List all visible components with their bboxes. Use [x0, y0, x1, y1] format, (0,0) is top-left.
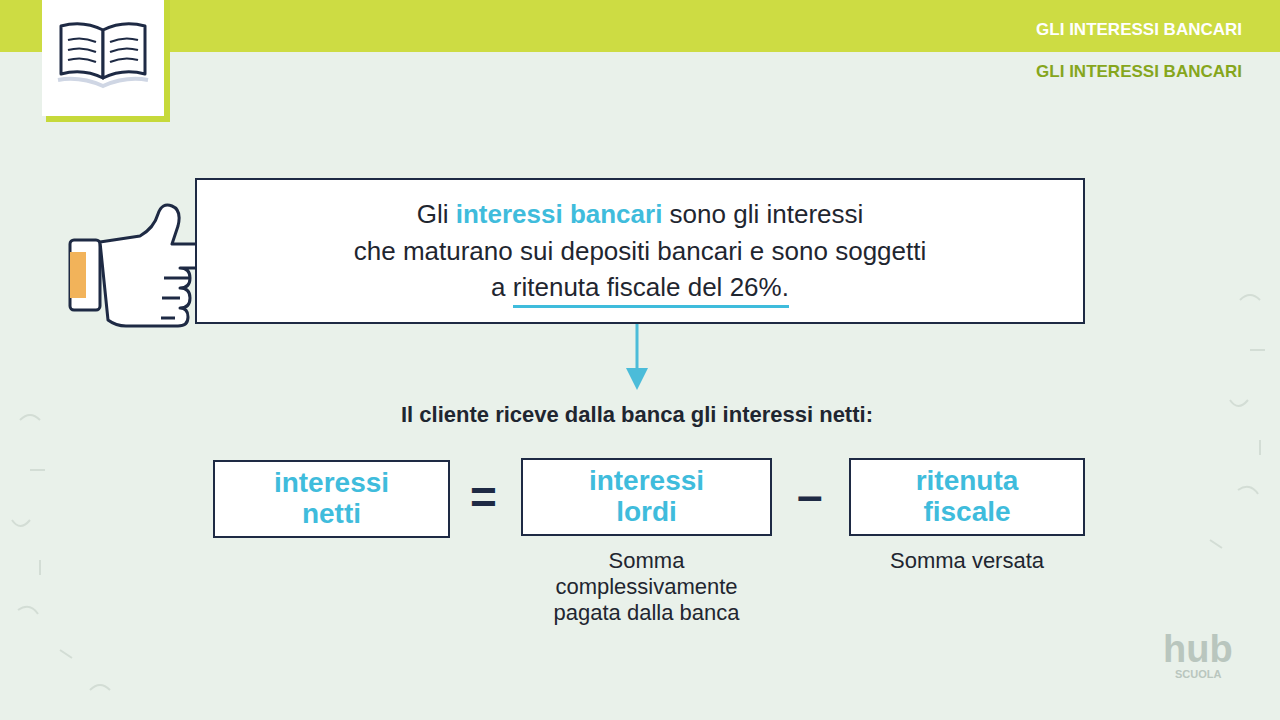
- term-caption: Somma versata: [890, 548, 1044, 574]
- definition-text: Gli interessi bancari sono gli interessi…: [354, 196, 927, 305]
- header-title: GLI INTERESSI BANCARI: [1036, 20, 1242, 40]
- watermark-text: SCUOLA: [1175, 668, 1221, 680]
- term-text: ritenuta fiscale: [882, 466, 1052, 528]
- header-bar: [0, 0, 1280, 52]
- minus-sign: –: [797, 468, 823, 522]
- section-title: GLI INTERESSI BANCARI: [1036, 62, 1242, 82]
- term-box: interessi lordiSomma complessivamente pa…: [521, 458, 772, 627]
- watermark-logo: hub: [1163, 628, 1233, 671]
- term-text: interessi lordi: [562, 466, 732, 528]
- term-text: interessi netti: [247, 468, 417, 530]
- term-outline: interessi lordi: [521, 458, 772, 536]
- term-outline: interessi netti: [213, 460, 450, 538]
- term-box: interessi netti: [213, 460, 450, 538]
- term-box: ritenuta fiscaleSomma versata: [849, 458, 1085, 574]
- equals-sign: =: [470, 470, 497, 524]
- term-caption: Somma complessivamente pagata dalla banc…: [527, 548, 767, 627]
- doodles: [12, 295, 1265, 690]
- term-outline: ritenuta fiscale: [849, 458, 1085, 536]
- definition-box: Gli interessi bancari sono gli interessi…: [195, 178, 1085, 324]
- explanation-text: Il cliente riceve dalla banca gli intere…: [401, 402, 873, 428]
- book-icon: [42, 0, 170, 122]
